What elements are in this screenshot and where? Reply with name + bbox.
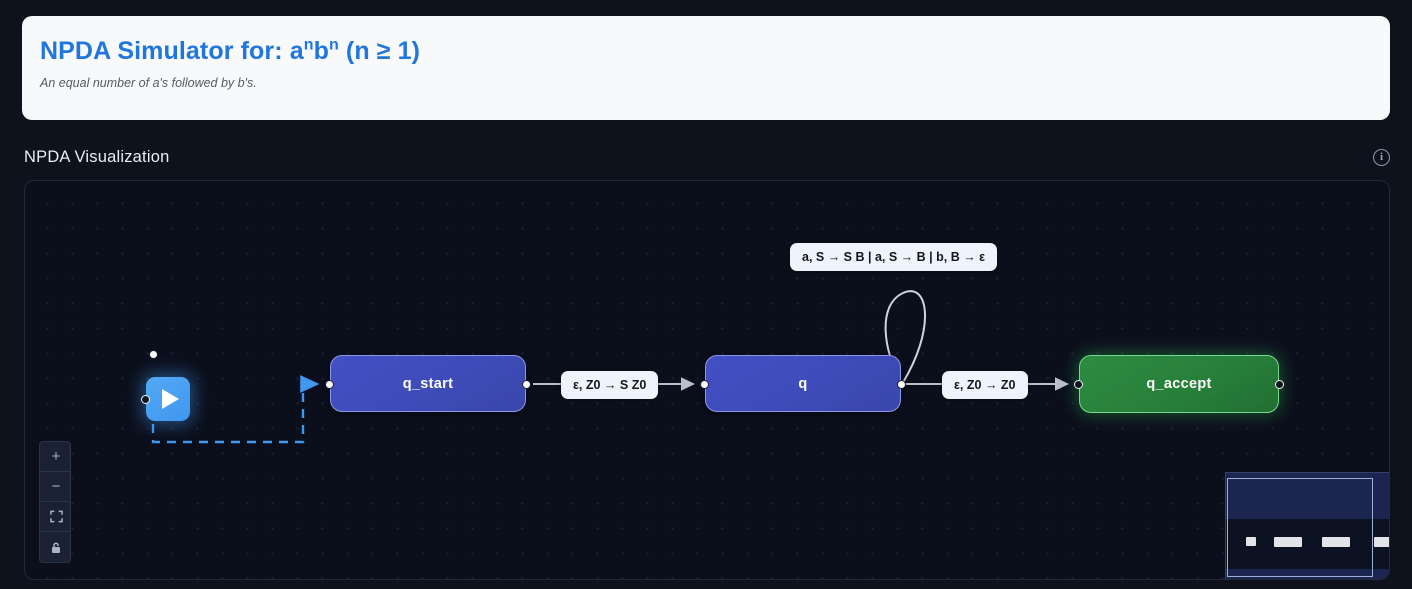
npda-graph-canvas[interactable]: q_start q q_accept a, S → S B | a, S → B… <box>24 180 1390 580</box>
node-q-accept-left-handle[interactable] <box>1074 380 1083 389</box>
node-q[interactable]: q <box>700 355 906 412</box>
edge-start-to-qstart[interactable] <box>151 375 320 444</box>
node-q-accept-right-handle[interactable] <box>1275 380 1284 389</box>
zoom-out-icon[interactable]: − <box>40 472 70 502</box>
node-q-accept[interactable]: q_accept <box>1074 355 1284 413</box>
page-title-exponent-2: n <box>328 36 339 54</box>
start-node-play-button[interactable] <box>141 377 190 421</box>
start-node-left-handle[interactable] <box>141 395 150 404</box>
page-title-suffix: (n ≥ 1) <box>338 37 421 65</box>
node-q-right-handle[interactable] <box>897 380 906 389</box>
minimap-node <box>1274 537 1302 547</box>
zoom-in-icon[interactable]: + <box>40 442 70 472</box>
section-title: NPDA Visualization <box>24 147 170 166</box>
page-subtitle: An equal number of a's followed by b's. <box>40 76 257 90</box>
visualization-section-header: NPDA Visualization i <box>24 144 1390 170</box>
node-q-left-handle[interactable] <box>700 380 709 389</box>
page-title-symbol-a: a <box>289 37 304 65</box>
node-q-start-right-handle[interactable] <box>522 380 531 389</box>
edge-label-q-to-qaccept[interactable]: ε, Z0 → Z0 <box>942 371 1028 399</box>
page-title-symbol-b: b <box>313 37 329 65</box>
node-q-start[interactable]: q_start <box>325 355 531 412</box>
edge-label-self-loop[interactable]: a, S → S B | a, S → B | b, B → ε <box>790 243 998 271</box>
graph-controls[interactable]: + − <box>39 441 71 563</box>
play-icon <box>161 389 179 409</box>
node-label: q <box>798 375 808 392</box>
edge-q-self-loop[interactable] <box>884 290 926 385</box>
graph-viewport[interactable]: q_start q q_accept a, S → S B | a, S → B… <box>25 181 1389 579</box>
minimap[interactable] <box>1225 472 1389 579</box>
fit-view-icon[interactable] <box>40 502 70 532</box>
lock-icon[interactable] <box>40 532 70 562</box>
start-node-top-handle[interactable] <box>149 350 158 359</box>
edge-label-qstart-to-q[interactable]: ε, Z0 → S Z0 <box>561 371 659 399</box>
minimap-viewport[interactable] <box>1227 478 1373 577</box>
minimap-node <box>1374 537 1389 547</box>
page-title-prefix: NPDA Simulator for: <box>40 37 290 65</box>
page-title: NPDA Simulator for: anbn (n ≥ 1) <box>40 36 1372 66</box>
page-title-exponent-1: n <box>303 36 314 54</box>
node-label: q_start <box>402 375 454 392</box>
node-q-start-left-handle[interactable] <box>325 380 334 389</box>
node-label: q_accept <box>1146 376 1212 392</box>
minimap-node <box>1322 537 1350 547</box>
page-header-card: NPDA Simulator for: anbn (n ≥ 1) An equa… <box>22 16 1390 120</box>
minimap-node <box>1246 537 1256 546</box>
info-icon[interactable]: i <box>1373 148 1390 166</box>
